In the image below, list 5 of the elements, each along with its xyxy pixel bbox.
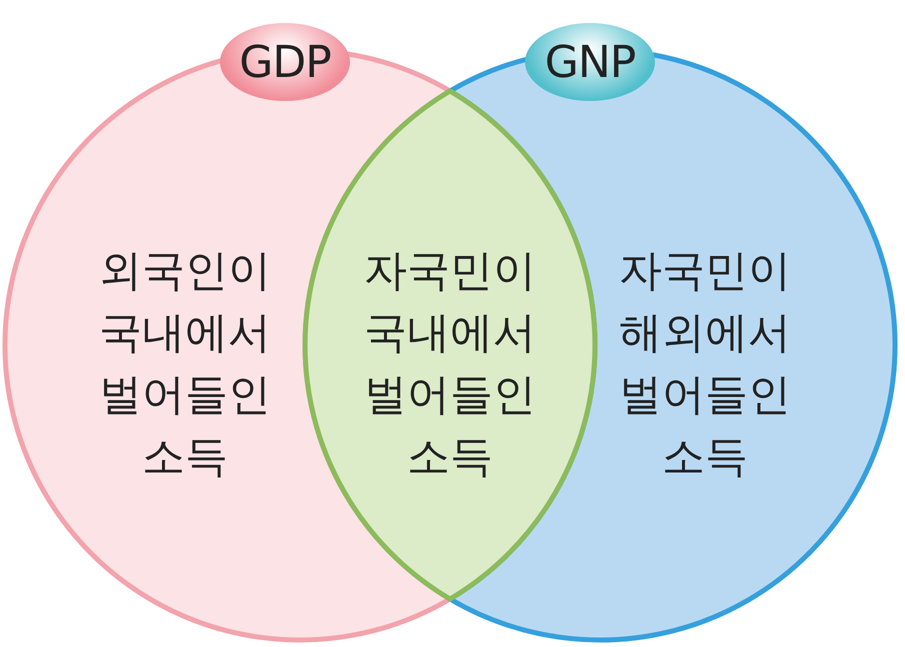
description-text: 자국민이 국내에서 벌어들인 소득 (363, 245, 537, 484)
description-text: 자국민이 해외에서 벌어들인 소득 (618, 245, 792, 484)
title-ellipse: GDP (220, 23, 350, 101)
title-ellipse: GNP (525, 23, 655, 101)
description-text: 외국인이 국내에서 벌어들인 소득 (98, 245, 272, 484)
